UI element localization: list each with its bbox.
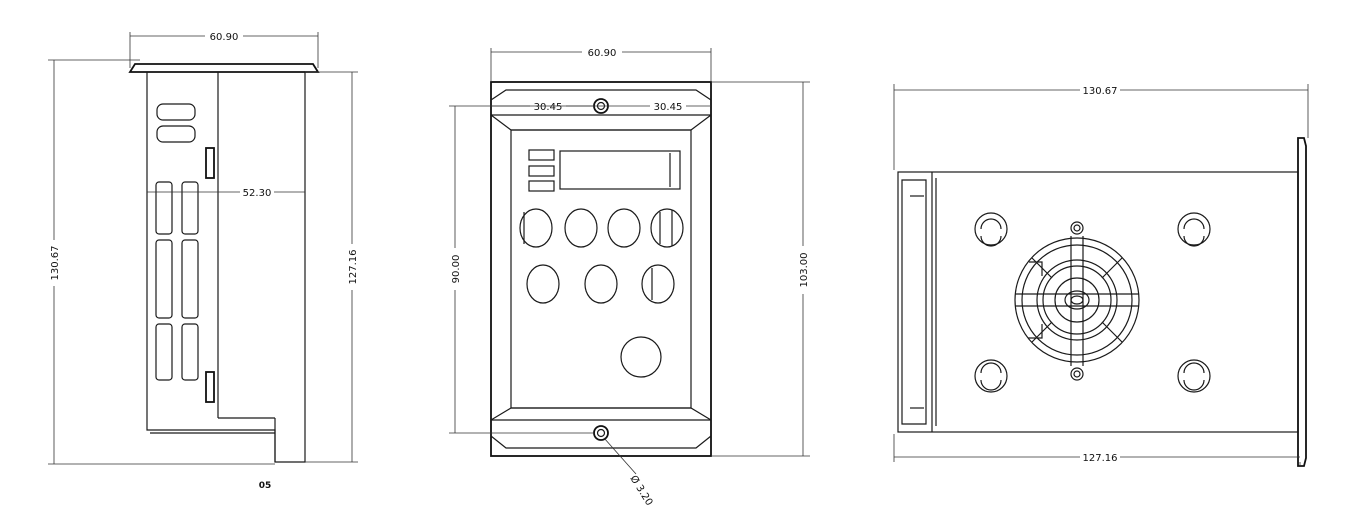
- side-slot: [155, 323, 173, 381]
- side-body-outline: [146, 72, 306, 463]
- keypad-button: [564, 208, 598, 248]
- side-view: 60.90 130.67 127.16 52.30 05: [46, 30, 360, 491]
- side-slot: [181, 323, 199, 381]
- front-outer-frame: [490, 81, 712, 457]
- side-slot: [181, 181, 199, 235]
- rear-view: 130.67 127.16: [893, 84, 1309, 467]
- rear-length-dimension: 130.67: [1083, 86, 1118, 97]
- drawing-caption: 05: [259, 481, 272, 491]
- rear-flange: [1297, 137, 1307, 467]
- side-vent: [156, 103, 196, 121]
- status-led: [528, 165, 555, 177]
- mounting-slot: [974, 359, 1008, 393]
- front-keypad-panel: [510, 129, 692, 409]
- side-top-flange: [128, 63, 320, 73]
- side-clip: [205, 147, 215, 179]
- mounting-hole-bottom: [593, 425, 609, 441]
- side-slot: [181, 239, 199, 319]
- control-knob: [620, 336, 662, 378]
- keypad-button: [641, 264, 675, 304]
- display-window: [559, 150, 681, 190]
- side-slot: [155, 239, 173, 319]
- keypad-button: [526, 264, 560, 304]
- status-led: [528, 149, 555, 161]
- keypad-button: [650, 208, 684, 248]
- mounting-slot: [1177, 212, 1211, 247]
- front-half-right-dimension: 30.45: [654, 102, 683, 113]
- rear-inner-length-dimension: 127.16: [1083, 453, 1118, 464]
- side-vent: [156, 125, 196, 143]
- front-width-dimension: 60.90: [588, 48, 617, 59]
- side-slot: [155, 181, 173, 235]
- fan-grille: [1014, 221, 1140, 381]
- side-height-dimension: 130.67: [50, 246, 61, 281]
- keypad-button: [607, 208, 641, 248]
- keypad-button: [584, 264, 618, 304]
- front-half-left-dimension: 30.45: [534, 102, 563, 113]
- hole-spacing-dimension: 90.00: [451, 255, 462, 284]
- keypad-button: [519, 208, 553, 248]
- side-clip: [205, 371, 215, 403]
- hole-diameter-dimension: Ø 3.20: [627, 473, 655, 508]
- side-inner-height-dimension: 127.16: [348, 250, 359, 285]
- mounting-slot: [1177, 359, 1211, 393]
- mounting-slot: [974, 212, 1008, 247]
- side-depth-dimension: 52.30: [243, 188, 272, 199]
- front-view: 60.90 30.45 30.45 90.00 103.00 Ø 3.20: [447, 45, 811, 508]
- side-width-dimension: 60.90: [210, 32, 239, 43]
- front-height-dimension: 103.00: [799, 253, 810, 288]
- status-led: [528, 180, 555, 192]
- rear-body: [897, 171, 1299, 433]
